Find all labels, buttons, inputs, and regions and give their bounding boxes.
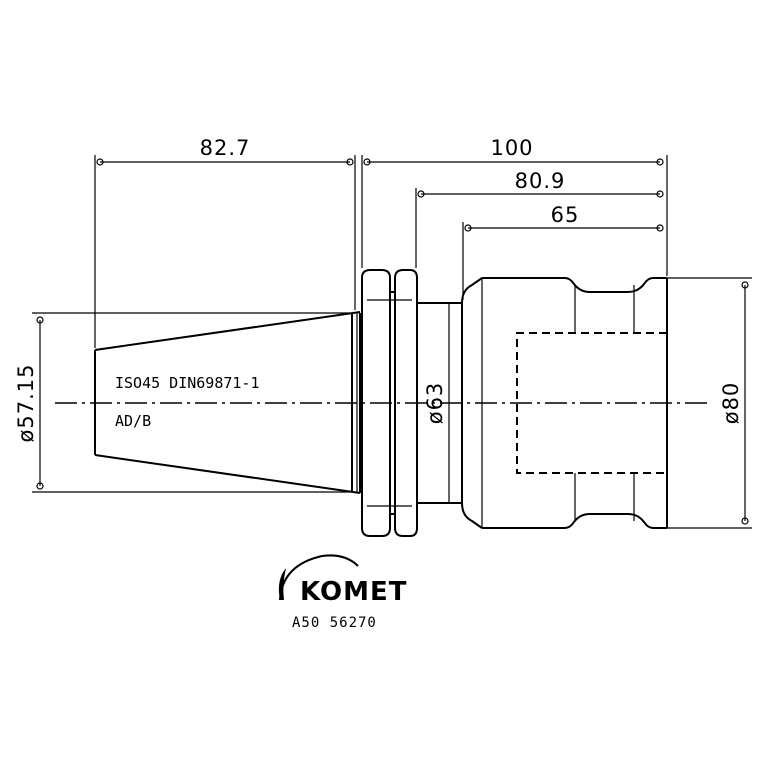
taper-shank	[94, 311, 361, 494]
head-diameter-label: ø80	[719, 382, 743, 425]
flange	[361, 269, 418, 537]
dimension-80-9: 80.9	[415, 169, 664, 268]
komet-logo: KOMET A50 56270	[278, 554, 407, 631]
form-note: AD/B	[115, 412, 151, 430]
dimension-diameter-80: ø80	[667, 277, 752, 529]
dimension-diameter-57-15: ø57.15	[14, 312, 350, 493]
taper-diameter-label: ø57.15	[14, 364, 38, 443]
length-80-9-label: 80.9	[515, 169, 566, 193]
overall-length-label: 100	[490, 136, 533, 160]
length-65-label: 65	[551, 203, 580, 227]
dimension-82-7: 82.7	[94, 136, 356, 348]
body-diameter-label: ø63	[423, 382, 447, 425]
neck-body	[417, 277, 483, 529]
brand-name: KOMET	[300, 577, 407, 607]
standard-note: ISO45 DIN69871-1	[115, 374, 260, 392]
dimension-100: 100	[361, 136, 668, 276]
dimension-65: 65	[462, 203, 664, 300]
taper-length-label: 82.7	[200, 136, 251, 160]
article-number: A50 56270	[292, 615, 377, 631]
head-body	[481, 277, 668, 529]
